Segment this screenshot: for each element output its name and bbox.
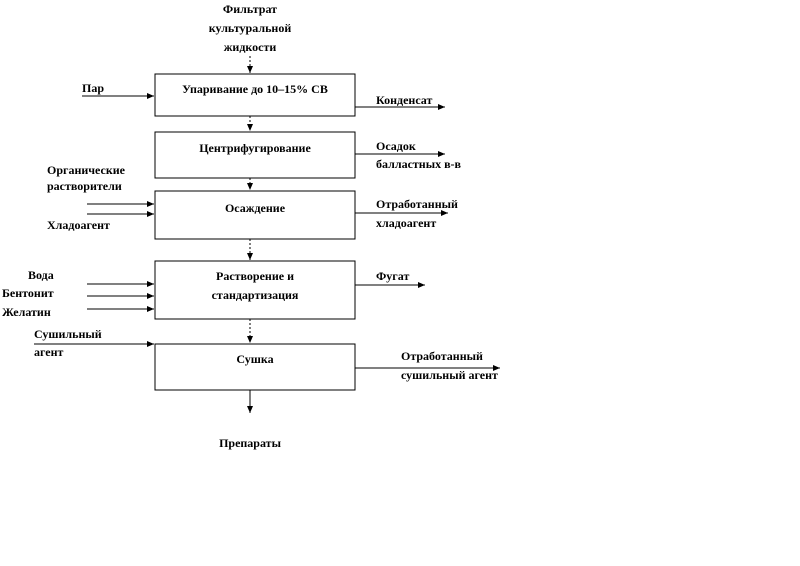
step-evaporation-box — [154, 73, 356, 117]
step-dissolution-label-line-1: Растворение и — [216, 269, 294, 283]
input-coolant-label: Хладоагент — [47, 218, 110, 232]
input-steam-label: Пар — [82, 81, 104, 95]
step-precipitation-label: Осаждение — [225, 201, 286, 215]
step-drying-label: Сушка — [236, 352, 273, 366]
step-centrifugation-box — [154, 131, 356, 179]
output-spent-drying-agent-label-line-2: сушильный агент — [401, 368, 498, 382]
output-product-label: Препараты — [219, 436, 282, 450]
output-sediment-label-line-1: Осадок — [376, 139, 416, 153]
output-spent-drying-agent-label-line-1: Отработанный — [401, 349, 483, 363]
step-evaporation-label: Упаривание до 10–15% СВ — [182, 82, 328, 96]
input-gelatin-label: Желатин — [2, 305, 51, 319]
input-solvents-label-line-1: Органические — [47, 163, 126, 177]
output-sediment-label-line-2: балластных в-в — [376, 157, 462, 171]
input-bentonite-label: Бентонит — [2, 286, 54, 300]
step-precipitation-box — [154, 190, 356, 240]
step-dissolution-box — [154, 260, 356, 320]
input-label-line-2: культуральной — [209, 21, 292, 35]
input-drying-agent-label-line-2: агент — [34, 345, 64, 359]
step-centrifugation-label: Центрифугирование — [199, 141, 311, 155]
output-condensate-label: Конденсат — [376, 93, 432, 107]
step-dissolution-label-line-2: стандартизация — [212, 288, 299, 302]
input-label-line-1: Фильтрат — [223, 2, 277, 16]
input-drying-agent-label-line-1: Сушильный — [34, 327, 102, 341]
input-label-line-3: жидкости — [224, 40, 277, 54]
step-drying-box — [154, 343, 356, 391]
input-water-label: Вода — [28, 268, 54, 282]
output-spent-coolant-label-line-1: Отработанный — [376, 197, 458, 211]
input-solvents-label-line-2: растворители — [47, 179, 122, 193]
output-fugate-label: Фугат — [376, 269, 409, 283]
output-spent-coolant-label-line-2: хладоагент — [376, 216, 436, 230]
